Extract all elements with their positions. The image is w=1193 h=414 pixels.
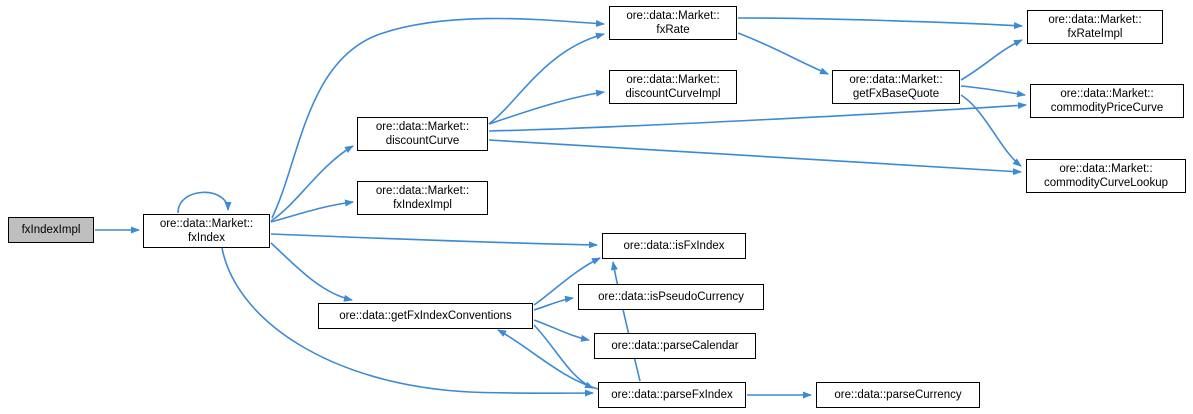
node-label-line1: fxIndexImpl bbox=[21, 224, 81, 236]
edge-fxRate-fxRateImpl bbox=[737, 17, 1023, 30]
node-label-line1: ore::data::Market:: bbox=[159, 218, 254, 230]
edge-fxIndex-discountCurve bbox=[270, 145, 354, 222]
node-fxRateImpl[interactable]: ore::data::Market:: fxRateImpl bbox=[1027, 10, 1163, 44]
node-label-line2: fxIndex bbox=[187, 232, 226, 244]
node-isPseudoCurrency[interactable]: ore::data::isPseudoCurrency bbox=[578, 284, 764, 310]
node-label-line1: ore::data::Market:: bbox=[1048, 14, 1142, 26]
edge-getFxIndexConventions-parseFxIndex bbox=[533, 324, 594, 389]
node-fxIndex[interactable]: ore::data::Market:: fxIndex bbox=[143, 214, 270, 248]
edge-discountCurve-discountCurveImpl bbox=[488, 89, 605, 125]
edge-getFxIndexConventions-isPseudoCurrency bbox=[533, 295, 574, 311]
edge-fxRate-getFxBaseQuote bbox=[737, 32, 829, 75]
node-label-line2: discountCurveImpl bbox=[625, 88, 721, 100]
node-discountCurveImpl[interactable]: ore::data::Market:: discountCurveImpl bbox=[609, 70, 737, 104]
node-label-line1: ore::data::getFxIndexConventions bbox=[339, 310, 512, 322]
node-label-line2: commodityPriceCurve bbox=[1050, 102, 1164, 114]
edge-discountCurve-commodityPriceCurve bbox=[488, 102, 1027, 132]
node-fxIndexImpl-root[interactable]: fxIndexImpl bbox=[8, 217, 94, 243]
node-fxIndexImpl[interactable]: ore::data::Market:: fxIndexImpl bbox=[357, 181, 488, 215]
node-discountCurve[interactable]: ore::data::Market:: discountCurve bbox=[357, 117, 488, 151]
node-label-line1: ore::data::Market:: bbox=[849, 74, 943, 86]
node-label-line1: ore::data::Market:: bbox=[375, 185, 470, 197]
node-label-line2: commodityCurveLookup bbox=[1043, 177, 1168, 189]
node-isFxIndex[interactable]: ore::data::isFxIndex bbox=[602, 233, 746, 259]
node-label-line1: ore::data::parseCurrency bbox=[834, 389, 962, 401]
edge-parseFxIndex-getFxIndexConventions bbox=[497, 329, 599, 390]
node-label-line1: ore::data::isPseudoCurrency bbox=[598, 291, 744, 303]
node-fxRate[interactable]: ore::data::Market:: fxRate bbox=[609, 6, 737, 40]
node-label-line1: ore::data::Market:: bbox=[1059, 163, 1153, 175]
node-label-line2: fxRateImpl bbox=[1067, 28, 1123, 40]
edge-fxIndex-isFxIndex bbox=[270, 233, 598, 249]
node-getFxIndexConventions[interactable]: ore::data::getFxIndexConventions bbox=[318, 303, 533, 329]
edge-getFxBaseQuote-commodityCurveLookup bbox=[960, 94, 1022, 167]
edge-fxIndex-self bbox=[177, 191, 232, 214]
edge-fxIndex-fxIndexImpl bbox=[270, 199, 354, 223]
node-parseCurrency[interactable]: ore::data::parseCurrency bbox=[816, 382, 980, 408]
edge-parseFxIndex-isFxIndex bbox=[610, 261, 641, 382]
node-label-line2: getFxBaseQuote bbox=[852, 88, 940, 100]
node-label-line2: discountCurve bbox=[385, 135, 460, 147]
node-commodityCurveLookup[interactable]: ore::data::Market:: commodityCurveLookup bbox=[1026, 159, 1186, 193]
node-label-line1: ore::data::isFxIndex bbox=[623, 240, 725, 252]
node-label-line1: ore::data::parseCalendar bbox=[611, 340, 739, 352]
node-parseFxIndex[interactable]: ore::data::parseFxIndex bbox=[598, 382, 746, 408]
node-label-line1: ore::data::Market:: bbox=[626, 74, 720, 86]
node-commodityPriceCurve[interactable]: ore::data::Market:: commodityPriceCurve bbox=[1030, 84, 1184, 118]
node-label-line2: fxRate bbox=[656, 24, 690, 36]
node-getFxBaseQuote[interactable]: ore::data::Market:: getFxBaseQuote bbox=[832, 70, 960, 104]
node-label-line1: ore::data::Market:: bbox=[375, 121, 470, 133]
edge-fxIndex-getFxIndexConventions bbox=[270, 242, 353, 302]
node-label-line1: ore::data::Market:: bbox=[1060, 88, 1154, 100]
node-label-line2: fxIndexImpl bbox=[393, 199, 452, 211]
edge-discountCurve-commodityCurveLookup bbox=[488, 139, 1022, 176]
edge-discountCurve-fxRate bbox=[488, 32, 605, 125]
edge-getFxBaseQuote-commodityPriceCurve bbox=[960, 85, 1026, 98]
edge-getFxBaseQuote-fxRateImpl bbox=[960, 39, 1023, 81]
node-label-line1: ore::data::Market:: bbox=[626, 10, 720, 22]
edge-getFxIndexConventions-parseCalendar bbox=[533, 319, 590, 342]
node-parseCalendar[interactable]: ore::data::parseCalendar bbox=[594, 333, 756, 359]
node-label-line1: ore::data::parseFxIndex bbox=[611, 389, 733, 401]
